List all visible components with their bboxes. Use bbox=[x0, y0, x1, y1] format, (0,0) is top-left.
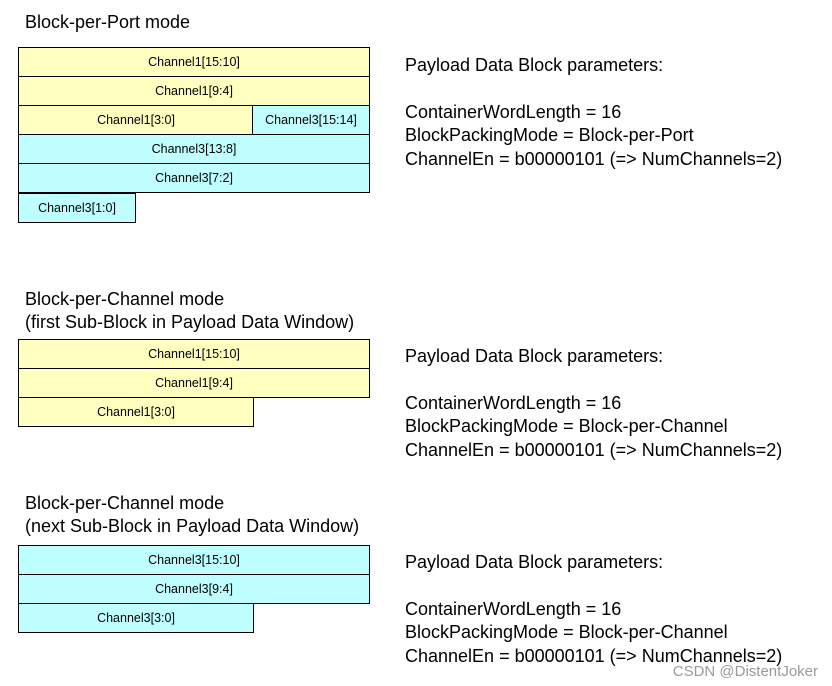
block-cell-channel1-15-10: Channel1[15:10] bbox=[18, 339, 370, 369]
param-channel-en: ChannelEn = b00000101 (=> NumChannels=2) bbox=[405, 645, 783, 666]
block-cell-channel3-13-8: Channel3[13:8] bbox=[18, 134, 370, 164]
block-cell-channel3-9-4: Channel3[9:4] bbox=[18, 574, 370, 604]
block-cell-channel1-3-0: Channel1[3:0] bbox=[18, 105, 254, 135]
param-block-packing-mode: BlockPackingMode = Block-per-Port bbox=[405, 125, 694, 146]
section-title: Block-per-Channel mode (first Sub-Block … bbox=[25, 288, 354, 334]
param-container-word-length: ContainerWordLength = 16 bbox=[405, 598, 622, 619]
block-cell-channel1-3-0: Channel1[3:0] bbox=[18, 397, 254, 427]
block-cell-channel3-3-0: Channel3[3:0] bbox=[18, 603, 254, 633]
block-cell-channel3-7-2: Channel3[7:2] bbox=[18, 163, 370, 193]
param-block-packing-mode: BlockPackingMode = Block-per-Channel bbox=[405, 416, 728, 437]
section-title: Block-per-Port mode bbox=[25, 11, 190, 34]
block-cell-channel1-9-4: Channel1[9:4] bbox=[18, 76, 370, 106]
section-title-line: Block-per-Channel mode bbox=[25, 493, 225, 513]
param-container-word-length: ContainerWordLength = 16 bbox=[405, 101, 622, 122]
param-channel-en: ChannelEn = b00000101 (=> NumChannels=2) bbox=[405, 148, 783, 169]
params-panel: Payload Data Block parameters: Container… bbox=[405, 345, 782, 462]
params-panel: Payload Data Block parameters: Container… bbox=[405, 54, 782, 171]
block-cell-channel3-15-10: Channel3[15:10] bbox=[18, 545, 370, 575]
param-block-packing-mode: BlockPackingMode = Block-per-Channel bbox=[405, 622, 728, 643]
block-cell-channel3-15-14: Channel3[15:14] bbox=[252, 105, 370, 135]
params-heading: Payload Data Block parameters: bbox=[405, 346, 664, 366]
block-cell-channel1-15-10: Channel1[15:10] bbox=[18, 47, 370, 77]
section-title-line: Block-per-Port mode bbox=[25, 12, 191, 32]
param-container-word-length: ContainerWordLength = 16 bbox=[405, 392, 622, 413]
watermark: CSDN @DistentJoker bbox=[672, 663, 818, 680]
params-heading: Payload Data Block parameters: bbox=[405, 55, 664, 75]
block-cell-channel3-1-0: Channel3[1:0] bbox=[18, 193, 136, 223]
section-title: Block-per-Channel mode (next Sub-Block i… bbox=[25, 492, 359, 538]
section-title-line: (first Sub-Block in Payload Data Window) bbox=[25, 312, 355, 332]
param-channel-en: ChannelEn = b00000101 (=> NumChannels=2) bbox=[405, 439, 783, 460]
section-title-line: (next Sub-Block in Payload Data Window) bbox=[25, 516, 360, 536]
params-heading: Payload Data Block parameters: bbox=[405, 552, 664, 572]
params-panel: Payload Data Block parameters: Container… bbox=[405, 551, 782, 668]
section-title-line: Block-per-Channel mode bbox=[25, 289, 225, 309]
block-cell-channel1-9-4: Channel1[9:4] bbox=[18, 368, 370, 398]
